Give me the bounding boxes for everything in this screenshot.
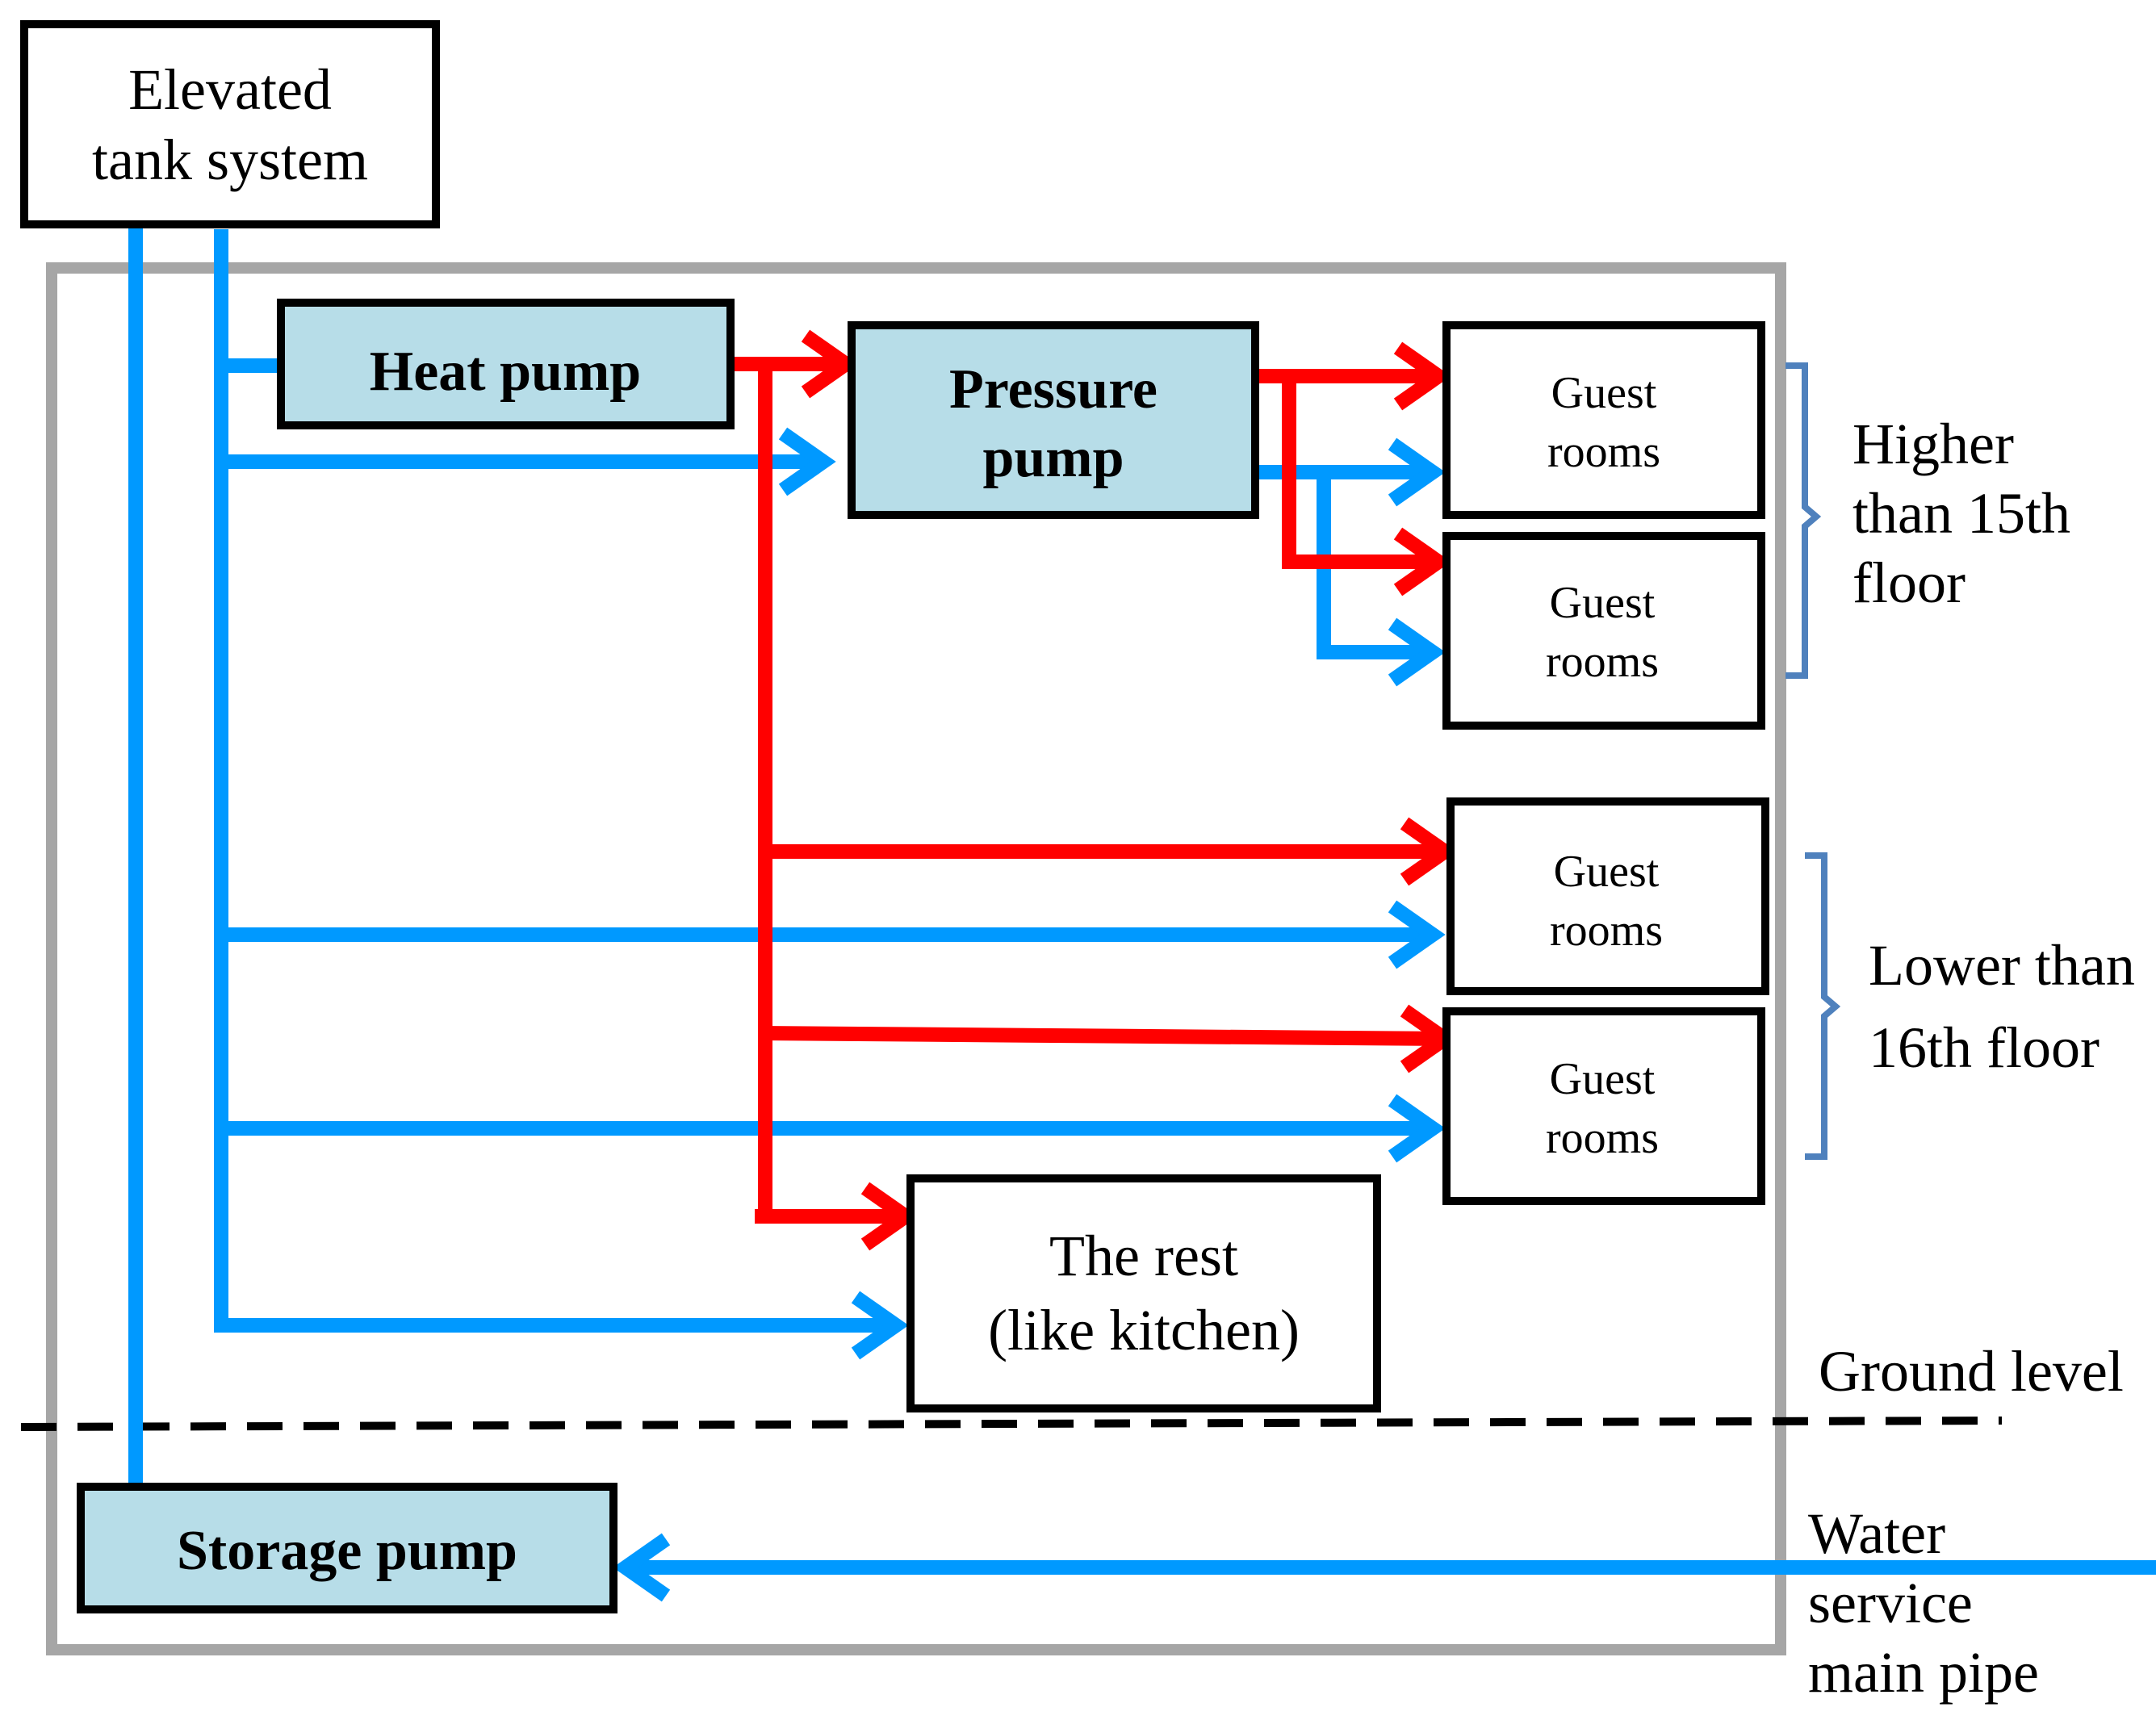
pressure-pump-label-line1: Pressure [949,358,1158,421]
pressure-pump-label-line2: pump [982,427,1124,489]
the-rest-label-line1: The rest [1049,1224,1238,1288]
guest-rooms-2-label-line2: rooms [1546,637,1659,687]
arrowhead [613,1533,671,1602]
lower-floors-line1: Lower than [1869,933,2135,998]
higher-floors-bracket [1786,362,1822,679]
heat-pump-label: Heat pump [370,341,641,403]
water-main-line1: Water [1808,1501,1945,1566]
guest-rooms-4-label-line1: Guest [1550,1054,1656,1104]
elevated-tank-node: Elevated tank system [20,20,440,228]
cold-water-lines [128,224,2156,1602]
ground-level-line [20,1417,2003,1431]
guest-rooms-3-node: Guest rooms [1446,797,1769,995]
higher-floors-line1: Higher [1852,412,2014,476]
guest-rooms-2-node: Guest rooms [1442,532,1765,730]
arrowhead [860,1182,919,1251]
elevated-tank-label-line2: tank system [92,128,368,192]
arrowhead [1388,1094,1446,1163]
water-main-line3: main pipe [1808,1640,2039,1705]
guest-rooms-4-node: Guest rooms [1442,1007,1765,1205]
arrowhead [1388,437,1446,507]
water-main-line2: service [1808,1571,1973,1635]
arrowhead [1400,817,1458,886]
edge-heat-pump-to-guest-rooms-4 [758,1026,1446,1046]
arrowhead [778,427,836,496]
higher-floors-line3: floor [1852,550,1966,615]
arrowhead [851,1291,909,1360]
lower-floors-bracket [1805,852,1841,1160]
arrowhead [801,329,859,399]
the-rest-label-line2: (like kitchen) [988,1298,1300,1362]
edge-pressure-pump-to-guest-rooms-2-cold [1317,472,1433,659]
guest-rooms-1-node: Guest rooms [1442,321,1765,519]
water-main-annotation: Water service main pipe [1808,1501,2039,1705]
lower-floors-annotation: Lower than 16th floor [1869,933,2135,1080]
higher-floors-line2: than 15th [1852,481,2070,546]
arrowhead [1393,341,1451,411]
pressure-pump-node: Pressure pump [848,321,1259,519]
heat-pump-node: Heat pump [277,299,735,429]
guest-rooms-4-label-line2: rooms [1546,1113,1659,1163]
guest-rooms-3-label-line1: Guest [1554,847,1660,897]
ground-level-label: Ground level [1819,1339,2124,1404]
storage-pump-node: Storage pump [77,1483,617,1613]
guest-rooms-3-label-line2: rooms [1550,906,1663,956]
storage-pump-label: Storage pump [177,1520,517,1582]
edge-pressure-pump-to-guest-rooms-2 [1282,376,1438,569]
hot-water-lines [735,329,1458,1251]
building-outline [46,262,1786,1655]
elevated-tank-label-line1: Elevated [128,57,332,122]
arrowhead [1388,900,1446,969]
guest-rooms-2-label-line1: Guest [1550,578,1656,628]
higher-floors-annotation: Higher than 15th floor [1852,412,2070,615]
guest-rooms-1-label-line2: rooms [1547,427,1660,477]
arrowhead [1388,617,1446,687]
the-rest-node: The rest (like kitchen) [906,1174,1381,1412]
lower-floors-line2: 16th floor [1869,1015,2099,1080]
arrowhead [1393,527,1451,596]
guest-rooms-1-label-line1: Guest [1551,368,1657,418]
